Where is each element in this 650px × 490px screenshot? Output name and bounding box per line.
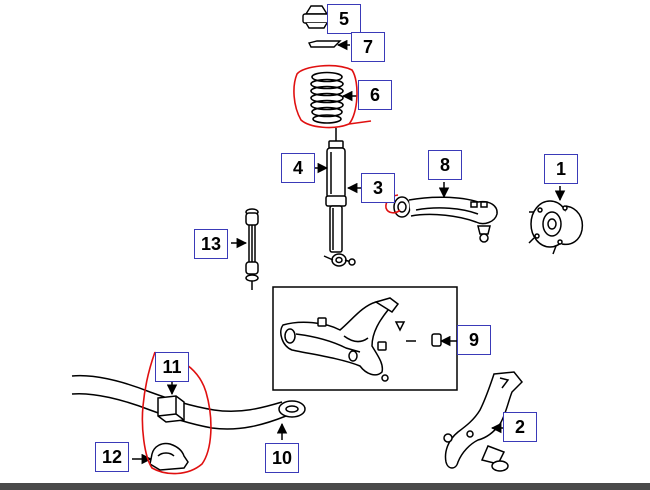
part-13-stabilizer-link	[245, 208, 259, 290]
callout-1-label: 1	[555, 158, 566, 179]
callout-4: 4	[281, 153, 315, 183]
callout-12-label: 12	[101, 446, 123, 467]
bottom-border-bar	[0, 483, 650, 490]
part-8-upper-control-arm	[393, 196, 498, 243]
callout-9-label: 9	[468, 329, 479, 350]
callout-2: 2	[503, 412, 537, 442]
callout-3-label: 3	[372, 177, 383, 198]
callout-10: 10	[265, 443, 299, 473]
callout-11: 11	[155, 352, 189, 382]
callout-4-label: 4	[292, 157, 303, 178]
callout-7-label: 7	[362, 36, 373, 57]
part-11-bushing	[157, 395, 185, 423]
part-9-lower-control-arm	[280, 297, 442, 382]
callout-3: 3	[361, 173, 395, 203]
callout-5-label: 5	[338, 8, 349, 29]
part-3-shock-absorber	[323, 128, 356, 267]
part-7-washer	[307, 40, 342, 48]
callout-8-label: 8	[439, 154, 450, 175]
part-5-nut	[302, 5, 330, 29]
callout-12: 12	[95, 442, 129, 472]
part-12-bracket	[149, 442, 189, 471]
part-10-stabilizer-bar	[71, 374, 306, 430]
callout-10-label: 10	[271, 447, 293, 468]
callout-5: 5	[327, 4, 361, 34]
callout-13: 13	[194, 229, 228, 259]
annotation-circle-6	[293, 64, 372, 129]
callout-2-label: 2	[514, 416, 525, 437]
callout-1: 1	[544, 154, 578, 184]
part-6-coil-spring	[310, 71, 344, 124]
callout-13-label: 13	[200, 233, 222, 254]
callout-7: 7	[351, 32, 385, 62]
callout-11-label: 11	[162, 356, 182, 377]
callout-6-label: 6	[369, 84, 380, 105]
callout-6: 6	[358, 80, 392, 110]
callout-9: 9	[457, 325, 491, 355]
callout-8: 8	[428, 150, 462, 180]
part-1-hub-bearing	[528, 200, 584, 255]
part-2-steering-knuckle	[443, 371, 524, 472]
